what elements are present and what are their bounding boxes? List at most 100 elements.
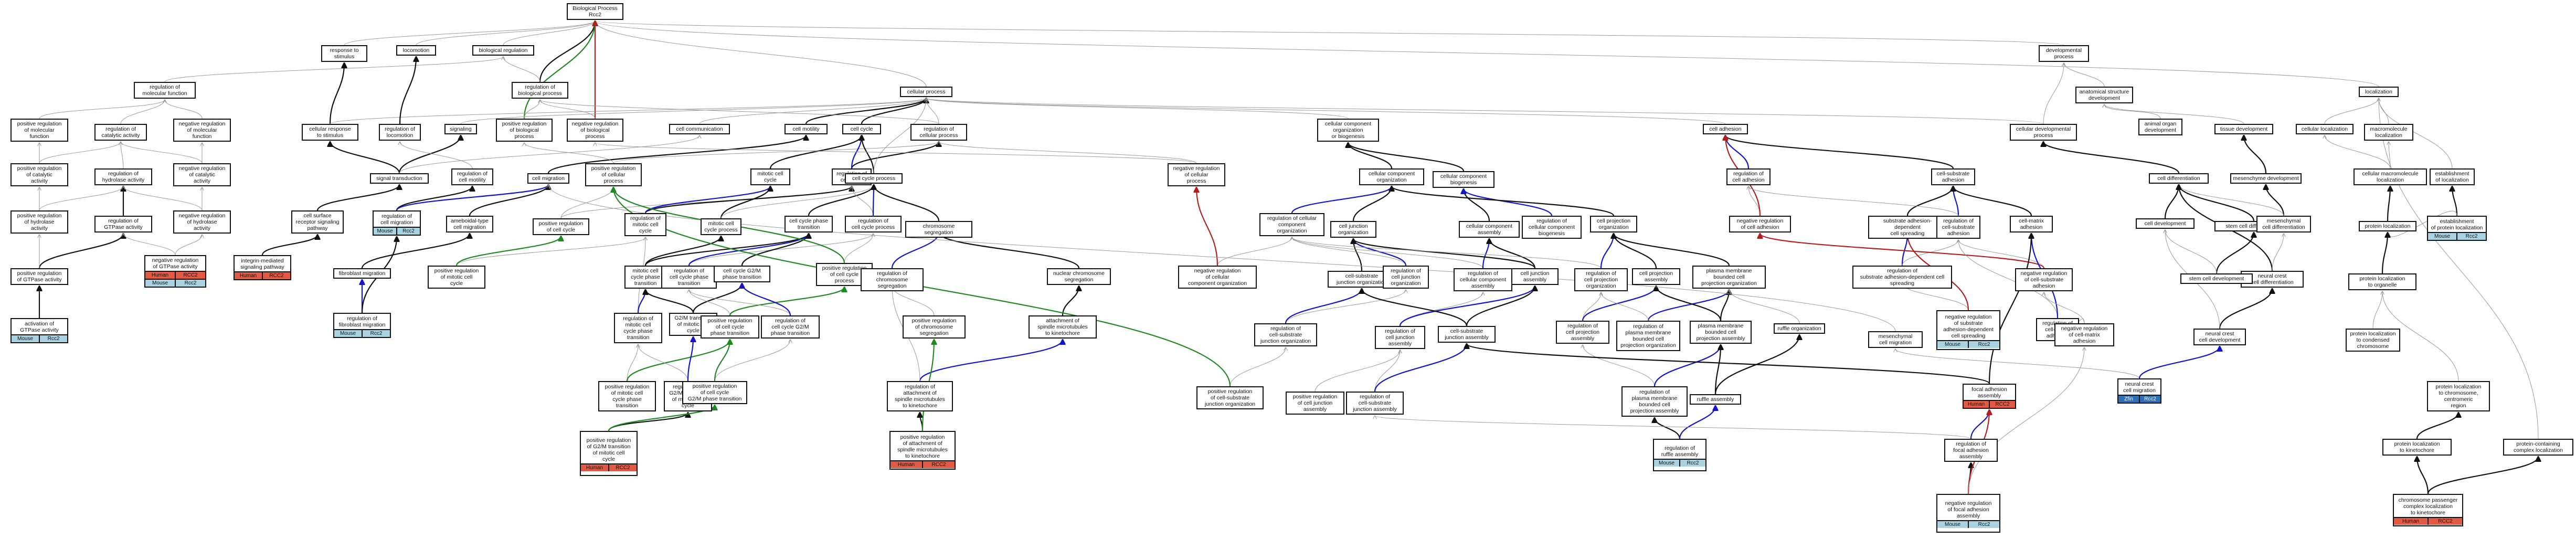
go-term-node[interactable]: regulation of catalytic activity <box>94 124 147 141</box>
go-term-node[interactable]: ruffle assembly <box>1690 394 1741 405</box>
go-term-node[interactable]: regulation of cell projection organizati… <box>1574 268 1628 291</box>
go-term-node[interactable]: regulation of cellular component organiz… <box>1259 213 1324 236</box>
go-term-node[interactable]: chromosome segregation <box>905 221 972 238</box>
go-term-node[interactable]: ruffle organization <box>1774 323 1825 334</box>
go-term-node[interactable]: positive regulation of cell cycle phase … <box>701 315 759 339</box>
go-term-node[interactable]: cellular macromolecule localization <box>2354 168 2427 185</box>
go-term-node[interactable]: locomotion <box>396 45 436 56</box>
go-term-node[interactable]: stem cell development <box>2180 273 2253 284</box>
go-term-node[interactable]: regulation of cellular component assembl… <box>1454 268 1512 291</box>
go-term-node[interactable]: macromolecule localization <box>2364 124 2413 141</box>
go-term-node[interactable]: Biological Process Rcc2 <box>567 3 623 20</box>
go-term-node[interactable]: mesenchyme development <box>2230 173 2302 184</box>
go-term-node[interactable]: positive regulation of cell junction ass… <box>1286 392 1344 415</box>
go-term-node[interactable]: positive regulation of cell cycle G2/M p… <box>682 381 747 404</box>
go-term-node[interactable]: anatomical structure development <box>2075 87 2133 103</box>
go-term-node[interactable]: regulation of cell cycle process <box>845 216 902 232</box>
go-term-node[interactable]: cellular component assembly <box>1459 221 1520 238</box>
go-term-node[interactable]: animal organ development <box>2138 119 2182 135</box>
go-term-node[interactable]: regulation of mitotic cell cycle <box>624 213 666 236</box>
go-term-node[interactable]: developmental process <box>2039 45 2089 62</box>
go-term-node[interactable]: response to stimulus <box>321 45 367 62</box>
go-term-node[interactable]: negative regulation of catalytic activit… <box>173 163 231 186</box>
go-term-node[interactable]: positive regulation of GTPase activity <box>10 268 68 285</box>
go-term-node[interactable]: cell projection assembly <box>1632 268 1680 285</box>
go-term-node[interactable]: regulation of GTPase activity <box>94 216 152 232</box>
go-term-node[interactable]: mesenchymal cell migration <box>1868 331 1923 348</box>
go-term-node[interactable]: negative regulation of cellular process <box>1168 163 1225 186</box>
go-term-node[interactable]: negative regulation of biological proces… <box>567 119 623 142</box>
go-term-node[interactable]: cellular process <box>900 87 952 97</box>
go-term-node[interactable]: cell-substrate adhesion <box>1931 168 1975 185</box>
go-term-node[interactable]: cell cycle phase transition <box>785 216 833 232</box>
go-term-node[interactable]: cellular component biogenesis <box>1433 171 1494 188</box>
go-term-node[interactable]: cell junction organization <box>1330 221 1376 238</box>
go-term-node[interactable]: mitotic cell cycle process <box>701 218 741 235</box>
go-term-node[interactable]: cell junction assembly <box>1511 268 1559 285</box>
go-term-node[interactable]: negative regulation of hydrolase activit… <box>173 210 231 234</box>
go-term-node[interactable]: regulation of cell projection assembly <box>1556 321 1609 344</box>
go-term-node[interactable]: regulation of cellular process <box>910 124 967 141</box>
go-term-node[interactable]: negative regulation of cell-substrate ad… <box>2015 268 2073 291</box>
go-term-node[interactable]: regulation of cellular component biogene… <box>1522 216 1582 239</box>
go-term-node[interactable]: cell cycle process <box>845 173 903 184</box>
go-term-node[interactable]: regulation of plasma membrane bounded ce… <box>1616 321 1680 351</box>
go-term-node[interactable]: positive regulation of G2/M transition o… <box>580 431 638 476</box>
go-term-node[interactable]: positive regulation of catalytic activit… <box>10 163 68 186</box>
go-term-node[interactable]: localization <box>2359 87 2399 97</box>
go-term-node[interactable]: cell differentiation <box>2149 173 2209 184</box>
go-term-node[interactable]: negative regulation of substrate adhesio… <box>1936 310 2000 350</box>
go-term-node[interactable]: protein localization to condensed chromo… <box>2346 329 2400 352</box>
go-term-node[interactable]: regulation of hydrolase activity <box>94 168 152 185</box>
go-term-node[interactable]: positive regulation of cell cycle <box>533 218 589 235</box>
go-term-node[interactable]: regulation of cell junction organization <box>1383 266 1429 289</box>
go-term-node[interactable]: cellular developmental process <box>2010 124 2077 141</box>
go-term-node[interactable]: cellular response to stimulus <box>302 124 358 141</box>
go-term-node[interactable]: regulation of cell junction assembly <box>1375 326 1425 349</box>
go-term-node[interactable]: cellular component organization <box>1359 168 1424 185</box>
go-term-node[interactable]: regulation of attachment of spindle micr… <box>887 381 953 411</box>
go-term-node[interactable]: positive regulation of biological proces… <box>496 119 553 142</box>
go-term-node[interactable]: cellular component organization or bioge… <box>1317 119 1379 142</box>
go-term-node[interactable]: positive regulation of mitotic cell cycl… <box>598 381 656 411</box>
go-term-node[interactable]: establishment of localization <box>2430 168 2475 185</box>
go-term-node[interactable]: positive regulation of mitotic cell cycl… <box>428 266 485 289</box>
go-term-node[interactable]: cell motility <box>785 124 828 134</box>
go-term-node[interactable]: negative regulation of molecular functio… <box>173 119 231 142</box>
go-term-node[interactable]: positive regulation of cellular process <box>585 163 642 186</box>
go-term-node[interactable]: regulation of biological process <box>512 82 568 99</box>
go-term-node[interactable]: cell cycle <box>842 124 881 134</box>
go-term-node[interactable]: substrate adhesion-dependent cell spread… <box>1868 216 1947 239</box>
go-term-node[interactable]: regulation of substrate adhesion-depende… <box>1852 266 1952 289</box>
go-term-node[interactable]: regulation of cell cycle G2/M phase tran… <box>761 315 820 339</box>
go-term-node[interactable]: protein localization <box>2359 221 2416 231</box>
go-term-node[interactable]: negative regulation of focal adhesion as… <box>1936 494 2000 533</box>
go-term-node[interactable]: cell-matrix adhesion <box>2010 216 2053 232</box>
go-term-node[interactable]: positive regulation of hydrolase activit… <box>10 210 68 234</box>
go-term-node[interactable]: cell adhesion <box>1703 124 1748 134</box>
go-term-node[interactable]: attachment of spindle microtubules to ki… <box>1029 315 1097 339</box>
go-term-node[interactable]: positive regulation of chromosome segreg… <box>903 315 966 339</box>
go-term-node[interactable]: mesenchymal cell differentiation <box>2256 216 2311 232</box>
go-term-node[interactable]: signal transduction <box>370 173 429 184</box>
go-term-node[interactable]: negative regulation of cellular componen… <box>1178 266 1257 289</box>
go-term-node[interactable]: regulation of cell-substrate junction as… <box>1346 392 1404 415</box>
go-term-node[interactable]: biological regulation <box>472 45 534 56</box>
go-term-node[interactable]: negative regulation of cell-matrix adhes… <box>2054 323 2114 346</box>
go-term-node[interactable]: mitotic cell cycle phase transition <box>624 266 666 289</box>
go-term-node[interactable]: cell communication <box>669 124 730 134</box>
go-term-node[interactable]: protein-containing complex localization <box>2503 439 2573 456</box>
go-term-node[interactable]: cell projection organization <box>1590 216 1637 232</box>
go-term-node[interactable]: cell surface receptor signaling pathway <box>291 210 344 234</box>
go-term-node[interactable]: cell development <box>2136 218 2195 229</box>
go-term-node[interactable]: regulation of mitotic cell cycle phase t… <box>614 313 662 343</box>
go-term-node[interactable]: regulation of cell motility <box>451 168 493 185</box>
